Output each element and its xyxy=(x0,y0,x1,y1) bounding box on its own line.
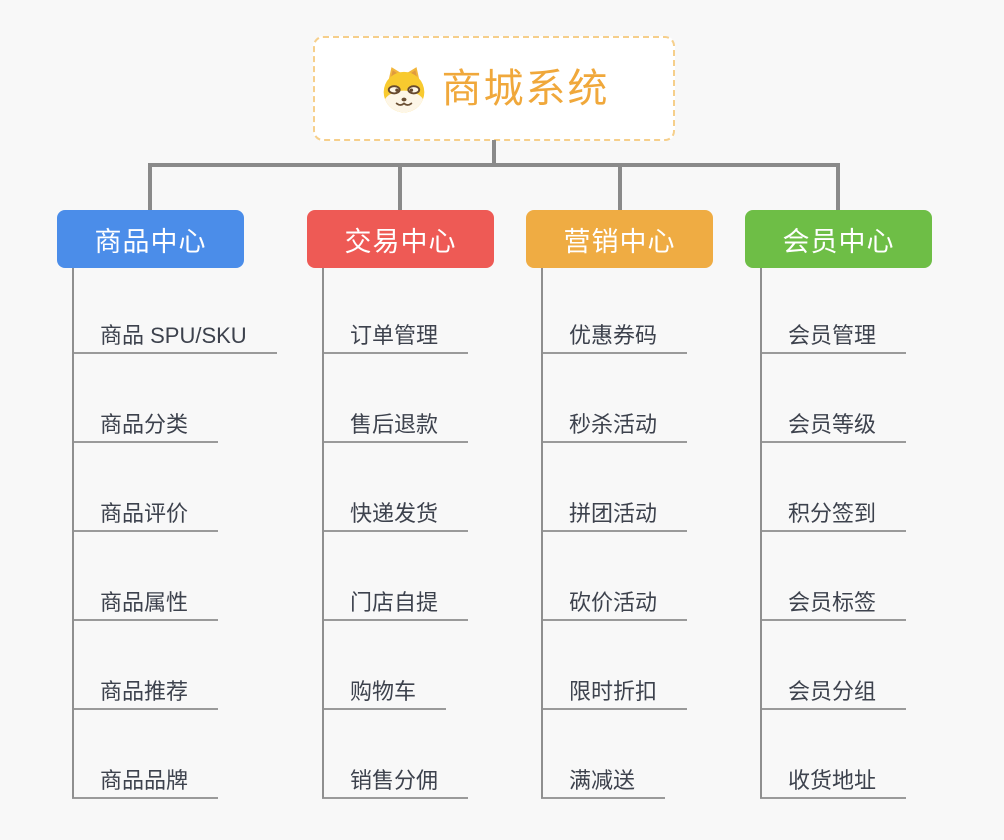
branch-item[interactable]: 商品属性 xyxy=(72,586,219,621)
branch-item[interactable]: 满减送 xyxy=(541,764,666,799)
branch-item[interactable]: 门店自提 xyxy=(322,586,469,621)
branch-header-members[interactable]: 会员中心 xyxy=(745,210,932,268)
branch-item[interactable]: 限时折扣 xyxy=(541,675,688,710)
connector-drop-members xyxy=(836,165,840,210)
branch-item[interactable]: 收货地址 xyxy=(760,764,907,799)
branch-header-products[interactable]: 商品中心 xyxy=(57,210,244,268)
branch-item[interactable]: 会员等级 xyxy=(760,408,907,443)
branch-column-members: 会员管理 会员等级 积分签到 会员标签 会员分组 收货地址 xyxy=(760,268,907,799)
branch-column-products: 商品 SPU/SKU 商品分类 商品评价 商品属性 商品推荐 商品品牌 xyxy=(72,268,277,799)
branch-item[interactable]: 商品 SPU/SKU xyxy=(72,319,277,354)
connector-drop-trade xyxy=(398,165,402,210)
connector-drop-products xyxy=(148,165,152,210)
connector-horizontal-line xyxy=(148,163,840,167)
branch-item[interactable]: 拼团活动 xyxy=(541,497,688,532)
branch-item[interactable]: 销售分佣 xyxy=(322,764,469,799)
branch-item[interactable]: 会员标签 xyxy=(760,586,907,621)
branch-item[interactable]: 快递发货 xyxy=(322,497,469,532)
branch-item[interactable]: 会员管理 xyxy=(760,319,907,354)
branch-item[interactable]: 商品推荐 xyxy=(72,675,219,710)
branch-item[interactable]: 商品分类 xyxy=(72,408,219,443)
doge-dog-icon xyxy=(383,66,424,112)
branch-item[interactable]: 商品评价 xyxy=(72,497,219,532)
branch-item[interactable]: 购物车 xyxy=(322,675,447,710)
branch-item[interactable]: 优惠券码 xyxy=(541,319,688,354)
branch-header-trade[interactable]: 交易中心 xyxy=(307,210,494,268)
branch-item[interactable]: 售后退款 xyxy=(322,408,469,443)
branch-item[interactable]: 会员分组 xyxy=(760,675,907,710)
branch-header-marketing[interactable]: 营销中心 xyxy=(526,210,713,268)
branch-item[interactable]: 商品品牌 xyxy=(72,764,219,799)
branch-item[interactable]: 订单管理 xyxy=(322,319,469,354)
branch-column-marketing: 优惠券码 秒杀活动 拼团活动 砍价活动 限时折扣 满减送 xyxy=(541,268,688,799)
connector-drop-marketing xyxy=(618,165,622,210)
branch-item[interactable]: 砍价活动 xyxy=(541,586,688,621)
branch-item[interactable]: 秒杀活动 xyxy=(541,408,688,443)
connector-root-stub xyxy=(492,140,496,165)
root-title: 商城系统 xyxy=(441,66,610,111)
branch-item[interactable]: 积分签到 xyxy=(760,497,907,532)
root-node[interactable]: 商城系统 xyxy=(313,36,675,141)
branch-column-trade: 订单管理 售后退款 快递发货 门店自提 购物车 销售分佣 xyxy=(322,268,469,799)
